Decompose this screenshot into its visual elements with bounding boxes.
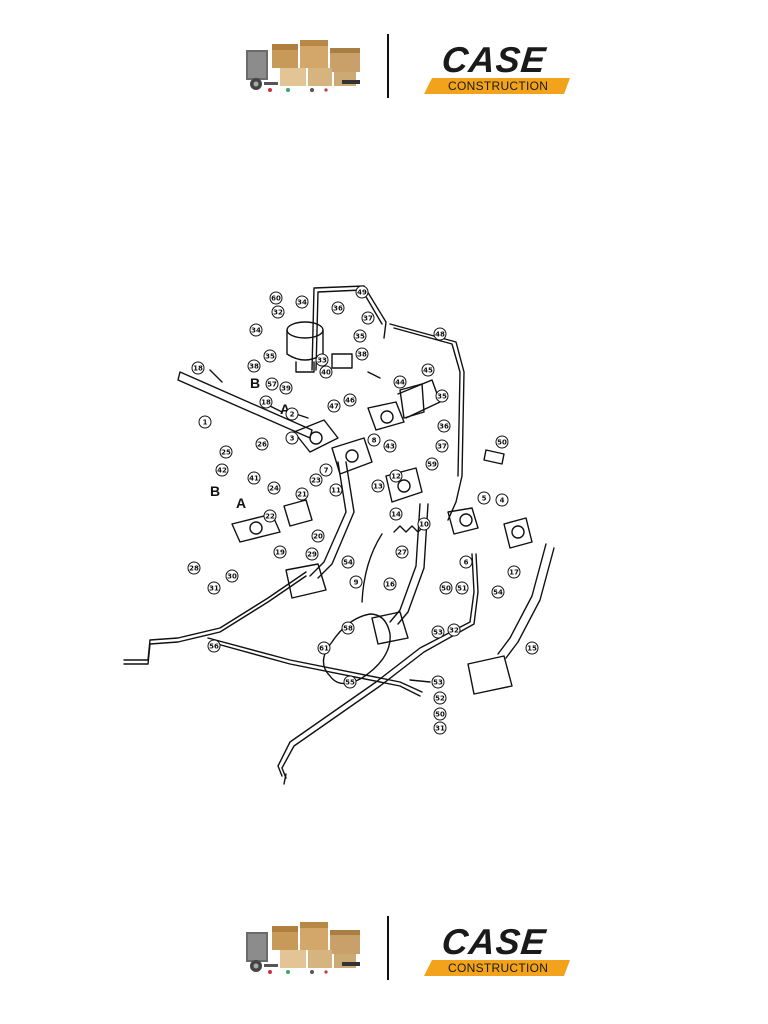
callout-1: 1 — [203, 419, 208, 427]
callout-32-top: 32 — [273, 309, 283, 317]
callout-12: 12 — [391, 473, 401, 481]
case-logo-icon: CASE CONSTRUCTION — [424, 39, 572, 94]
case-logo-icon: CASE CONSTRUCTION — [424, 921, 572, 976]
page-footer: CASE CONSTRUCTION — [236, 914, 576, 984]
callout-60: 60 — [271, 295, 281, 303]
callout-10: 10 — [419, 521, 429, 529]
ref-letter-a-lower: A — [236, 495, 246, 511]
callout-18-mid: 18 — [261, 399, 271, 407]
callout-17: 17 — [509, 569, 519, 577]
callout-22: 22 — [265, 513, 275, 521]
callout-30: 30 — [227, 573, 237, 581]
parts-pile-icon — [242, 38, 366, 94]
callout-7: 7 — [324, 467, 329, 475]
ref-letter-b-upper: B — [250, 375, 260, 391]
diagram-drawing: B A B A 1 2 3 4 5 6 7 8 9 10 11 12 13 14… — [123, 285, 555, 785]
brake-pedal-exploded-diagram: B A B A 1 2 3 4 5 6 7 8 9 10 11 12 13 14… — [100, 262, 570, 802]
ref-letter-b-lower: B — [210, 483, 220, 499]
callout-50-lower: 50 — [435, 711, 445, 719]
callout-13: 13 — [373, 483, 383, 491]
callout-52: 52 — [435, 695, 445, 703]
callout-46: 46 — [345, 397, 355, 405]
case-logo-band — [424, 960, 570, 976]
callout-23: 23 — [311, 477, 321, 485]
callout-48: 48 — [435, 331, 445, 339]
callout-34-left: 34 — [251, 327, 261, 335]
callout-53-lower: 53 — [433, 679, 443, 687]
callout-39: 39 — [281, 385, 291, 393]
callout-49: 49 — [357, 289, 367, 297]
ref-letter-a-upper: A — [280, 401, 290, 417]
callout-11: 11 — [331, 487, 341, 495]
callout-18-top: 18 — [193, 365, 203, 373]
callout-34-top: 34 — [297, 299, 307, 307]
callout-14: 14 — [391, 511, 401, 519]
callout-36-right: 36 — [439, 423, 449, 431]
callout-37-right: 37 — [437, 443, 447, 451]
case-logo-band — [424, 78, 570, 94]
callout-27: 27 — [397, 549, 407, 557]
callout-9: 9 — [354, 579, 359, 587]
callout-26: 26 — [257, 441, 267, 449]
header-divider — [387, 34, 389, 98]
callout-5: 5 — [482, 495, 487, 503]
brand-tagline: CONSTRUCTION — [448, 79, 549, 93]
callout-2: 2 — [290, 411, 295, 419]
callout-8: 8 — [372, 437, 377, 445]
callout-54-left: 54 — [343, 559, 353, 567]
brand-tagline: CONSTRUCTION — [448, 961, 549, 975]
callout-57: 57 — [267, 381, 277, 389]
callout-15: 15 — [527, 645, 537, 653]
callout-56: 56 — [209, 643, 219, 651]
callout-44: 44 — [395, 379, 405, 387]
callout-33: 33 — [317, 357, 327, 365]
callout-61: 61 — [319, 645, 329, 653]
callout-58: 58 — [343, 625, 353, 633]
callout-16: 16 — [385, 581, 395, 589]
callout-43: 43 — [385, 443, 395, 451]
callout-6: 6 — [464, 559, 469, 567]
callout-35-right: 35 — [437, 393, 447, 401]
callout-35-top: 35 — [355, 333, 365, 341]
callout-19: 19 — [275, 549, 285, 557]
callout-50-mid: 50 — [441, 585, 451, 593]
callout-31-left: 31 — [209, 585, 219, 593]
callout-54-right: 54 — [493, 589, 503, 597]
callout-28: 28 — [189, 565, 199, 573]
footer-divider — [387, 916, 389, 980]
callout-group: 1 2 3 4 5 6 7 8 9 10 11 12 13 14 15 16 1… — [187, 285, 539, 735]
callout-32-lower: 32 — [449, 627, 459, 635]
callout-24: 24 — [269, 485, 279, 493]
page-header: CASE CONSTRUCTION — [236, 32, 576, 102]
callout-4: 4 — [500, 497, 505, 505]
callout-59: 59 — [427, 461, 437, 469]
callout-40: 40 — [321, 369, 331, 377]
brand-name: CASE — [439, 921, 549, 962]
callout-3: 3 — [290, 435, 295, 443]
callout-29: 29 — [307, 551, 317, 559]
callout-37-top: 37 — [363, 315, 373, 323]
callout-51: 51 — [457, 585, 467, 593]
callout-53-mid: 53 — [433, 629, 443, 637]
callout-41: 41 — [249, 475, 259, 483]
callout-35-left: 35 — [265, 353, 275, 361]
brand-name: CASE — [439, 39, 549, 80]
callout-50-right: 50 — [497, 439, 507, 447]
callout-38-right: 38 — [357, 351, 367, 359]
callout-20: 20 — [313, 533, 323, 541]
callout-25: 25 — [221, 449, 231, 457]
callout-36-top: 36 — [333, 305, 343, 313]
callout-21: 21 — [297, 491, 307, 499]
callout-45: 45 — [423, 367, 433, 375]
callout-31-right: 31 — [435, 725, 445, 733]
callout-47: 47 — [329, 403, 339, 411]
callout-38-left: 38 — [249, 363, 259, 371]
callout-55: 55 — [345, 679, 355, 687]
parts-pile-icon — [242, 920, 366, 976]
callout-42: 42 — [217, 467, 227, 475]
